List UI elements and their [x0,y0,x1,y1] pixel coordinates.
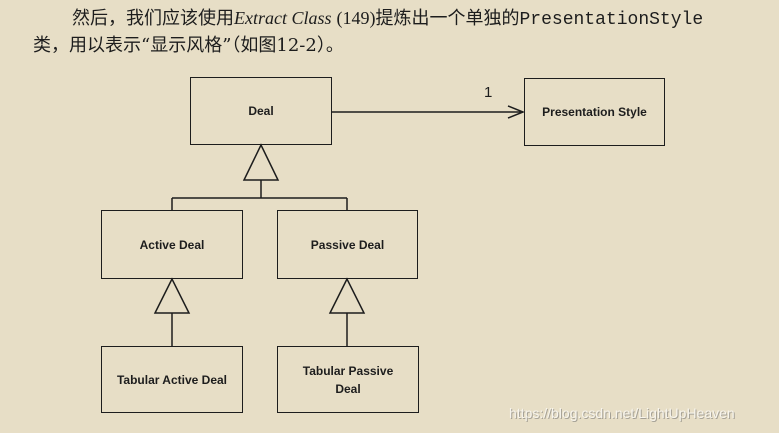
class-label-tabular-passive-deal-line-1: Tabular Passive [302,363,394,378]
page-reference: (149) [336,8,376,28]
watermark-url: https://blog.csdn.net/LightUpHeaven [509,405,735,421]
class-box-tabular-passive-deal: Tabular Passive Deal [277,346,419,413]
class-box-deal: Deal [190,77,332,145]
generalization-triangle-active-deal [153,277,191,314]
class-box-passive-deal: Passive Deal [277,210,418,279]
association-arrowhead [507,105,526,119]
text-segment-intro: 然后，我们应该使用 [72,8,234,29]
class-name-code: PresentationStyle [519,10,704,30]
refactoring-name: Extract Class [234,8,332,28]
text-segment-continued: 提炼出一个单独的 [375,8,520,29]
class-label-deal: Deal [248,104,274,118]
class-label-active-deal: Active Deal [139,237,205,252]
multiplicity-label: 1 [484,84,493,101]
class-label-tabular-active-deal: Tabular Active Deal [116,372,228,387]
class-box-presentation-style: Presentation Style [524,78,665,146]
class-box-tabular-active-deal: Tabular Active Deal [101,346,243,413]
paragraph-line-2: 类，用以表示“显示风格”（如图12-2）。 [33,35,344,56]
class-label-tabular-passive-deal-line-2: Deal [335,381,361,396]
paragraph-line-1: 然后，我们应该使用Extract Class(149)提炼出一个单独的Prese… [72,7,703,31]
class-label-passive-deal: Passive Deal [310,237,385,252]
generalization-triangle-deal [242,143,280,181]
class-label-presentation-style: Presentation Style [542,105,647,119]
class-box-active-deal: Active Deal [101,210,243,279]
generalization-triangle-passive-deal [328,277,366,314]
